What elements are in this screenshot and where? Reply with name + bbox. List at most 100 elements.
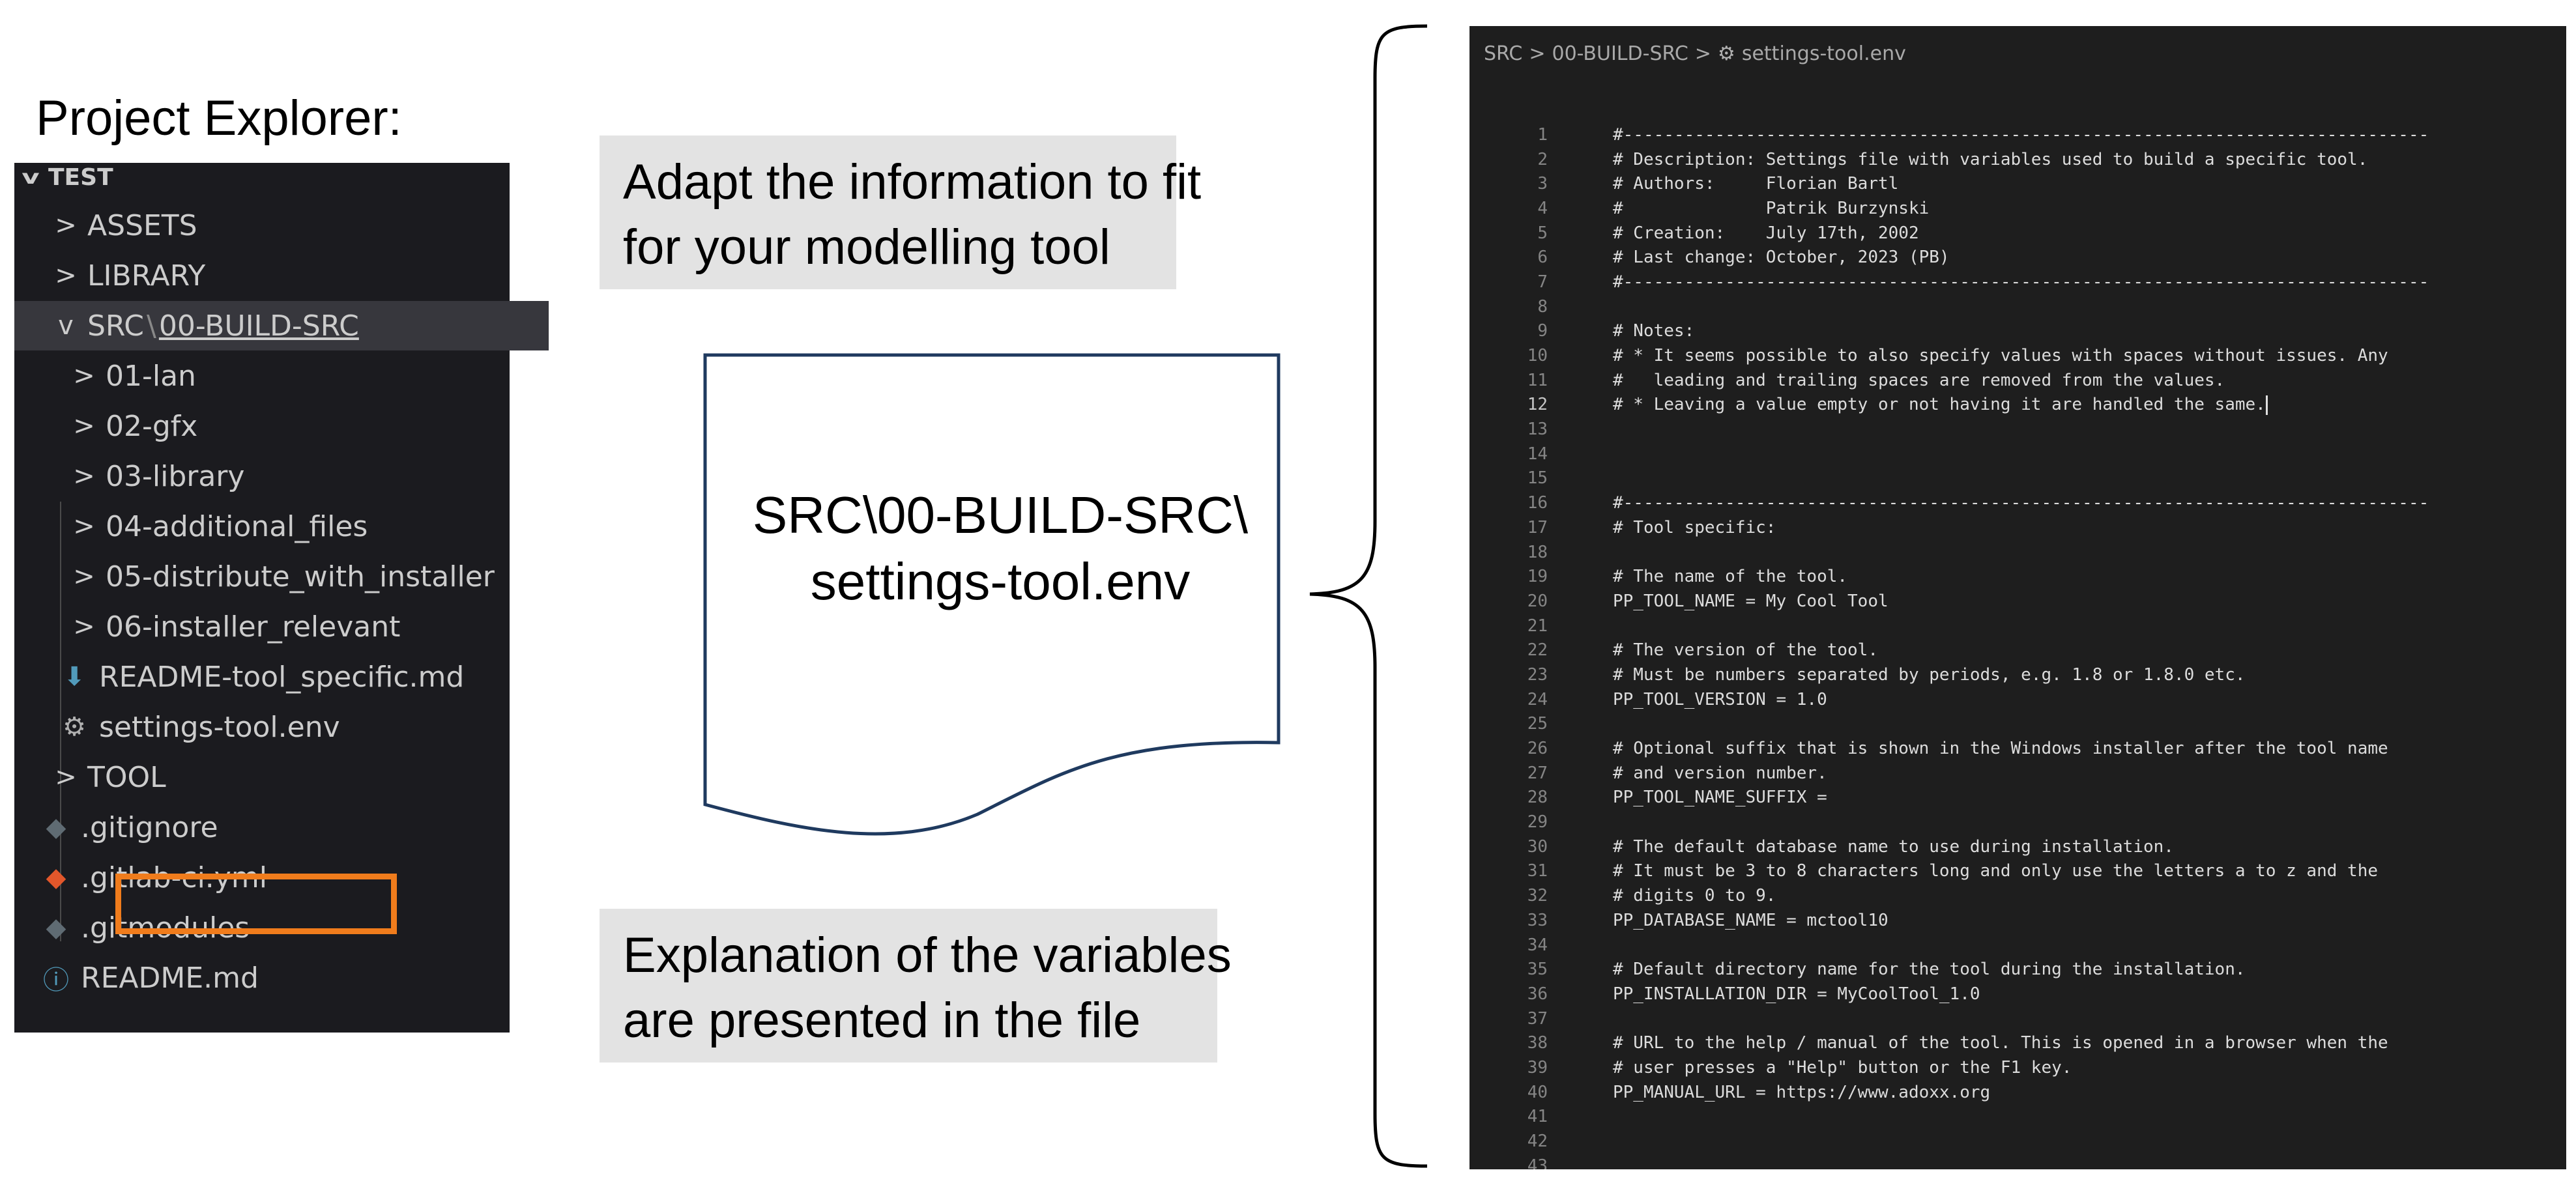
- chevron-right-icon: >: [55, 210, 77, 240]
- code-line[interactable]: 43: [1469, 1154, 2566, 1169]
- tree-folder-library[interactable]: > LIBRARY: [14, 251, 549, 300]
- tree-folder-01-lan[interactable]: > 01-lan: [14, 351, 567, 401]
- tree-folder-04-additional-files[interactable]: > 04-additional_files: [14, 502, 567, 551]
- line-number: 33: [1527, 910, 1548, 930]
- line-text: # Tool specific:: [1613, 517, 1776, 537]
- code-line[interactable]: 15: [1469, 466, 2566, 491]
- code-line[interactable]: 6# Last change: October, 2023 (PB): [1469, 245, 2566, 270]
- line-text: # and version number.: [1613, 763, 1827, 783]
- tree-folder-02-gfx[interactable]: > 02-gfx: [14, 401, 567, 451]
- code-line[interactable]: 27# and version number.: [1469, 761, 2566, 786]
- line-text: # The default database name to use durin…: [1613, 836, 2174, 857]
- line-number: 6: [1537, 248, 1548, 268]
- line-text: # * It seems possible to also specify va…: [1613, 346, 2388, 366]
- code-line[interactable]: 25: [1469, 712, 2566, 737]
- breadcrumb-item[interactable]: 00-BUILD-SRC: [1552, 42, 1688, 65]
- tree-folder-03-library[interactable]: > 03-library: [14, 451, 567, 501]
- code-line[interactable]: 26# Optional suffix that is shown in the…: [1469, 736, 2566, 761]
- tree-item-sublabel: 00-BUILD-SRC: [158, 309, 359, 343]
- code-line[interactable]: 8: [1469, 294, 2566, 319]
- line-number: 20: [1527, 591, 1548, 611]
- document-line: SRC\00-BUILD-SRC\: [752, 486, 1249, 544]
- code-line[interactable]: 7 #--------------------------------------…: [1469, 270, 2566, 294]
- document-label: SRC\00-BUILD-SRC\ settings-tool.env: [707, 482, 1294, 615]
- code-line[interactable]: 20 PP_TOOL_NAME = My Cool Tool: [1469, 589, 2566, 614]
- tree-file-settings-tool-env[interactable]: ⚙ settings-tool.env: [14, 702, 555, 752]
- code-line[interactable]: 21: [1469, 614, 2566, 638]
- code-line[interactable]: 19# The name of the tool.: [1469, 564, 2566, 589]
- code-line[interactable]: 10# * It seems possible to also specify …: [1469, 343, 2566, 368]
- code-lines[interactable]: 1 #--------------------------------------…: [1469, 122, 2566, 1169]
- code-line[interactable]: 22# The version of the tool.: [1469, 638, 2566, 663]
- code-line[interactable]: 32# digits 0 to 9.: [1469, 883, 2566, 908]
- code-line[interactable]: 31# It must be 3 to 8 characters long an…: [1469, 859, 2566, 884]
- tree-item-label: .gitmodules: [81, 911, 250, 945]
- code-line[interactable]: 38# URL to the help / manual of the tool…: [1469, 1031, 2566, 1055]
- code-line[interactable]: 2# Description: Settings file with varia…: [1469, 147, 2566, 172]
- code-line[interactable]: 18: [1469, 540, 2566, 565]
- code-line[interactable]: 4# Patrik Burzynski: [1469, 196, 2566, 221]
- code-line[interactable]: 30# The default database name to use dur…: [1469, 834, 2566, 859]
- code-line[interactable]: 16#-------------------------------------…: [1469, 491, 2566, 515]
- markdown-download-icon: ⬇: [63, 662, 85, 692]
- line-number: 7: [1537, 272, 1548, 292]
- tree-folder-assets[interactable]: > ASSETS: [14, 201, 549, 250]
- line-text: #---------------------------------------…: [1613, 272, 2429, 292]
- document-line: settings-tool.env: [810, 552, 1191, 610]
- tree-folder-06-installer[interactable]: > 06-installer_relevant: [14, 602, 567, 651]
- line-text: PP_TOOL_NAME = My Cool Tool: [1613, 591, 1889, 611]
- line-number: 26: [1527, 739, 1548, 759]
- line-number: 1: [1537, 124, 1548, 145]
- line-number: 41: [1527, 1107, 1548, 1127]
- code-line[interactable]: 35# Default directory name for the tool …: [1469, 957, 2566, 982]
- code-line[interactable]: 9# Notes:: [1469, 319, 2566, 344]
- line-text: #---------------------------------------…: [1613, 493, 2429, 513]
- code-line[interactable]: 29: [1469, 810, 2566, 834]
- code-line[interactable]: 13: [1469, 417, 2566, 442]
- line-text: # Authors: Florian Bartl: [1613, 174, 1899, 194]
- code-line[interactable]: 41: [1469, 1105, 2566, 1130]
- line-number: 21: [1527, 616, 1548, 636]
- tree-item-label: settings-tool.env: [99, 710, 340, 744]
- tree-file-readme-tool-specific[interactable]: ⬇ README-tool_specific.md: [14, 652, 555, 702]
- line-number: 24: [1527, 689, 1548, 709]
- breadcrumb-item[interactable]: settings-tool.env: [1741, 42, 1906, 65]
- code-line[interactable]: 17# Tool specific:: [1469, 515, 2566, 540]
- tree-folder-src-build[interactable]: v SRC \ 00-BUILD-SRC: [14, 301, 549, 350]
- tree-file-gitmodules[interactable]: ◆ .gitmodules: [14, 903, 537, 952]
- code-line[interactable]: 5# Creation: July 17th, 2002: [1469, 221, 2566, 246]
- code-line[interactable]: 3# Authors: Florian Bartl: [1469, 171, 2566, 196]
- line-number: 25: [1527, 714, 1548, 734]
- line-text: # digits 0 to 9.: [1613, 886, 1776, 906]
- code-line[interactable]: 1#--------------------------------------…: [1469, 122, 2566, 147]
- tree-item-label: 05-distribute_with_installer: [106, 560, 495, 593]
- line-number: 23: [1527, 664, 1548, 685]
- code-line[interactable]: 23# Must be numbers separated by periods…: [1469, 663, 2566, 687]
- tree-indent-guide: [60, 502, 61, 941]
- tree-folder-tool[interactable]: > TOOL: [14, 752, 549, 802]
- code-line[interactable]: 34: [1469, 933, 2566, 958]
- project-explorer-panel: v TEST > ASSETS > LIBRARY v SRC \ 00-BUI…: [14, 163, 549, 1033]
- tree-item-label: 06-installer_relevant: [106, 610, 401, 644]
- tree-folder-05-distribute[interactable]: > 05-distribute_with_installer: [14, 552, 567, 601]
- line-text: # user presses a "Help" button or the F1…: [1613, 1057, 2072, 1077]
- breadcrumb-item[interactable]: SRC: [1484, 42, 1523, 65]
- chevron-right-icon: >: [73, 562, 95, 592]
- code-line[interactable]: 39# user presses a "Help" button or the …: [1469, 1055, 2566, 1080]
- code-line[interactable]: 42: [1469, 1129, 2566, 1154]
- tree-file-readme[interactable]: ⓘ README.md: [14, 953, 537, 1003]
- code-editor[interactable]: SRC > 00-BUILD-SRC > ⚙ settings-tool.env…: [1469, 26, 2566, 1169]
- code-line[interactable]: 11# leading and trailing spaces are remo…: [1469, 368, 2566, 393]
- tree-root-test[interactable]: v TEST: [14, 163, 514, 192]
- path-separator: \: [147, 309, 156, 343]
- code-line[interactable]: 12# * Leaving a value empty or not havin…: [1469, 393, 2566, 418]
- line-number: 12: [1527, 395, 1548, 415]
- code-line[interactable]: 14: [1469, 442, 2566, 466]
- code-line[interactable]: 37: [1469, 1006, 2566, 1031]
- tree-file-gitignore[interactable]: ◆ .gitignore: [14, 803, 537, 852]
